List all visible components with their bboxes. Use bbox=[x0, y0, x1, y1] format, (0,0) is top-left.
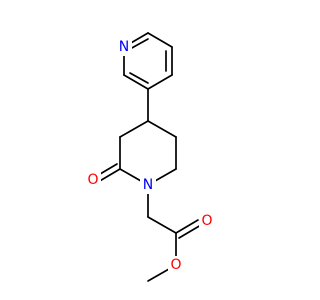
structure-canvas: N N O O O bbox=[85, 32, 215, 282]
bond-ester-co-b bbox=[178, 224, 202, 239]
bond-pip-c5-c4 bbox=[147, 120, 177, 138]
ester-ether-oxygen-label: O bbox=[170, 257, 181, 273]
ester-carbonyl-oxygen: O bbox=[199, 212, 215, 230]
lactam-nitrogen-label: N bbox=[143, 177, 153, 193]
bond-pyr-c3-c4 bbox=[147, 74, 173, 90]
bond-pyr-c2-c3 bbox=[123, 74, 149, 90]
bond-lactam-co-a bbox=[97, 168, 121, 183]
bond-pyr-c6-n-inner bbox=[129, 38, 149, 50]
lactam-nitrogen: N bbox=[140, 176, 156, 194]
pyridine-nitrogen: N bbox=[116, 38, 132, 56]
bond-ch2-cester bbox=[147, 216, 177, 234]
lactam-oxygen: O bbox=[85, 171, 101, 189]
bond-pyr-c2-c3-inner bbox=[129, 72, 149, 84]
pyridine-nitrogen-label: N bbox=[119, 39, 129, 55]
lactam-oxygen-label: O bbox=[87, 172, 98, 188]
bond-pyr-c5-c6 bbox=[147, 32, 173, 48]
bond-pip-c4-c3 bbox=[119, 120, 149, 138]
ester-carbonyl-oxygen-label: O bbox=[201, 213, 212, 229]
bond-ester-co-a bbox=[175, 219, 199, 234]
ester-ether-oxygen: O bbox=[168, 256, 184, 274]
molecule-structure: N N O O O bbox=[85, 32, 215, 282]
